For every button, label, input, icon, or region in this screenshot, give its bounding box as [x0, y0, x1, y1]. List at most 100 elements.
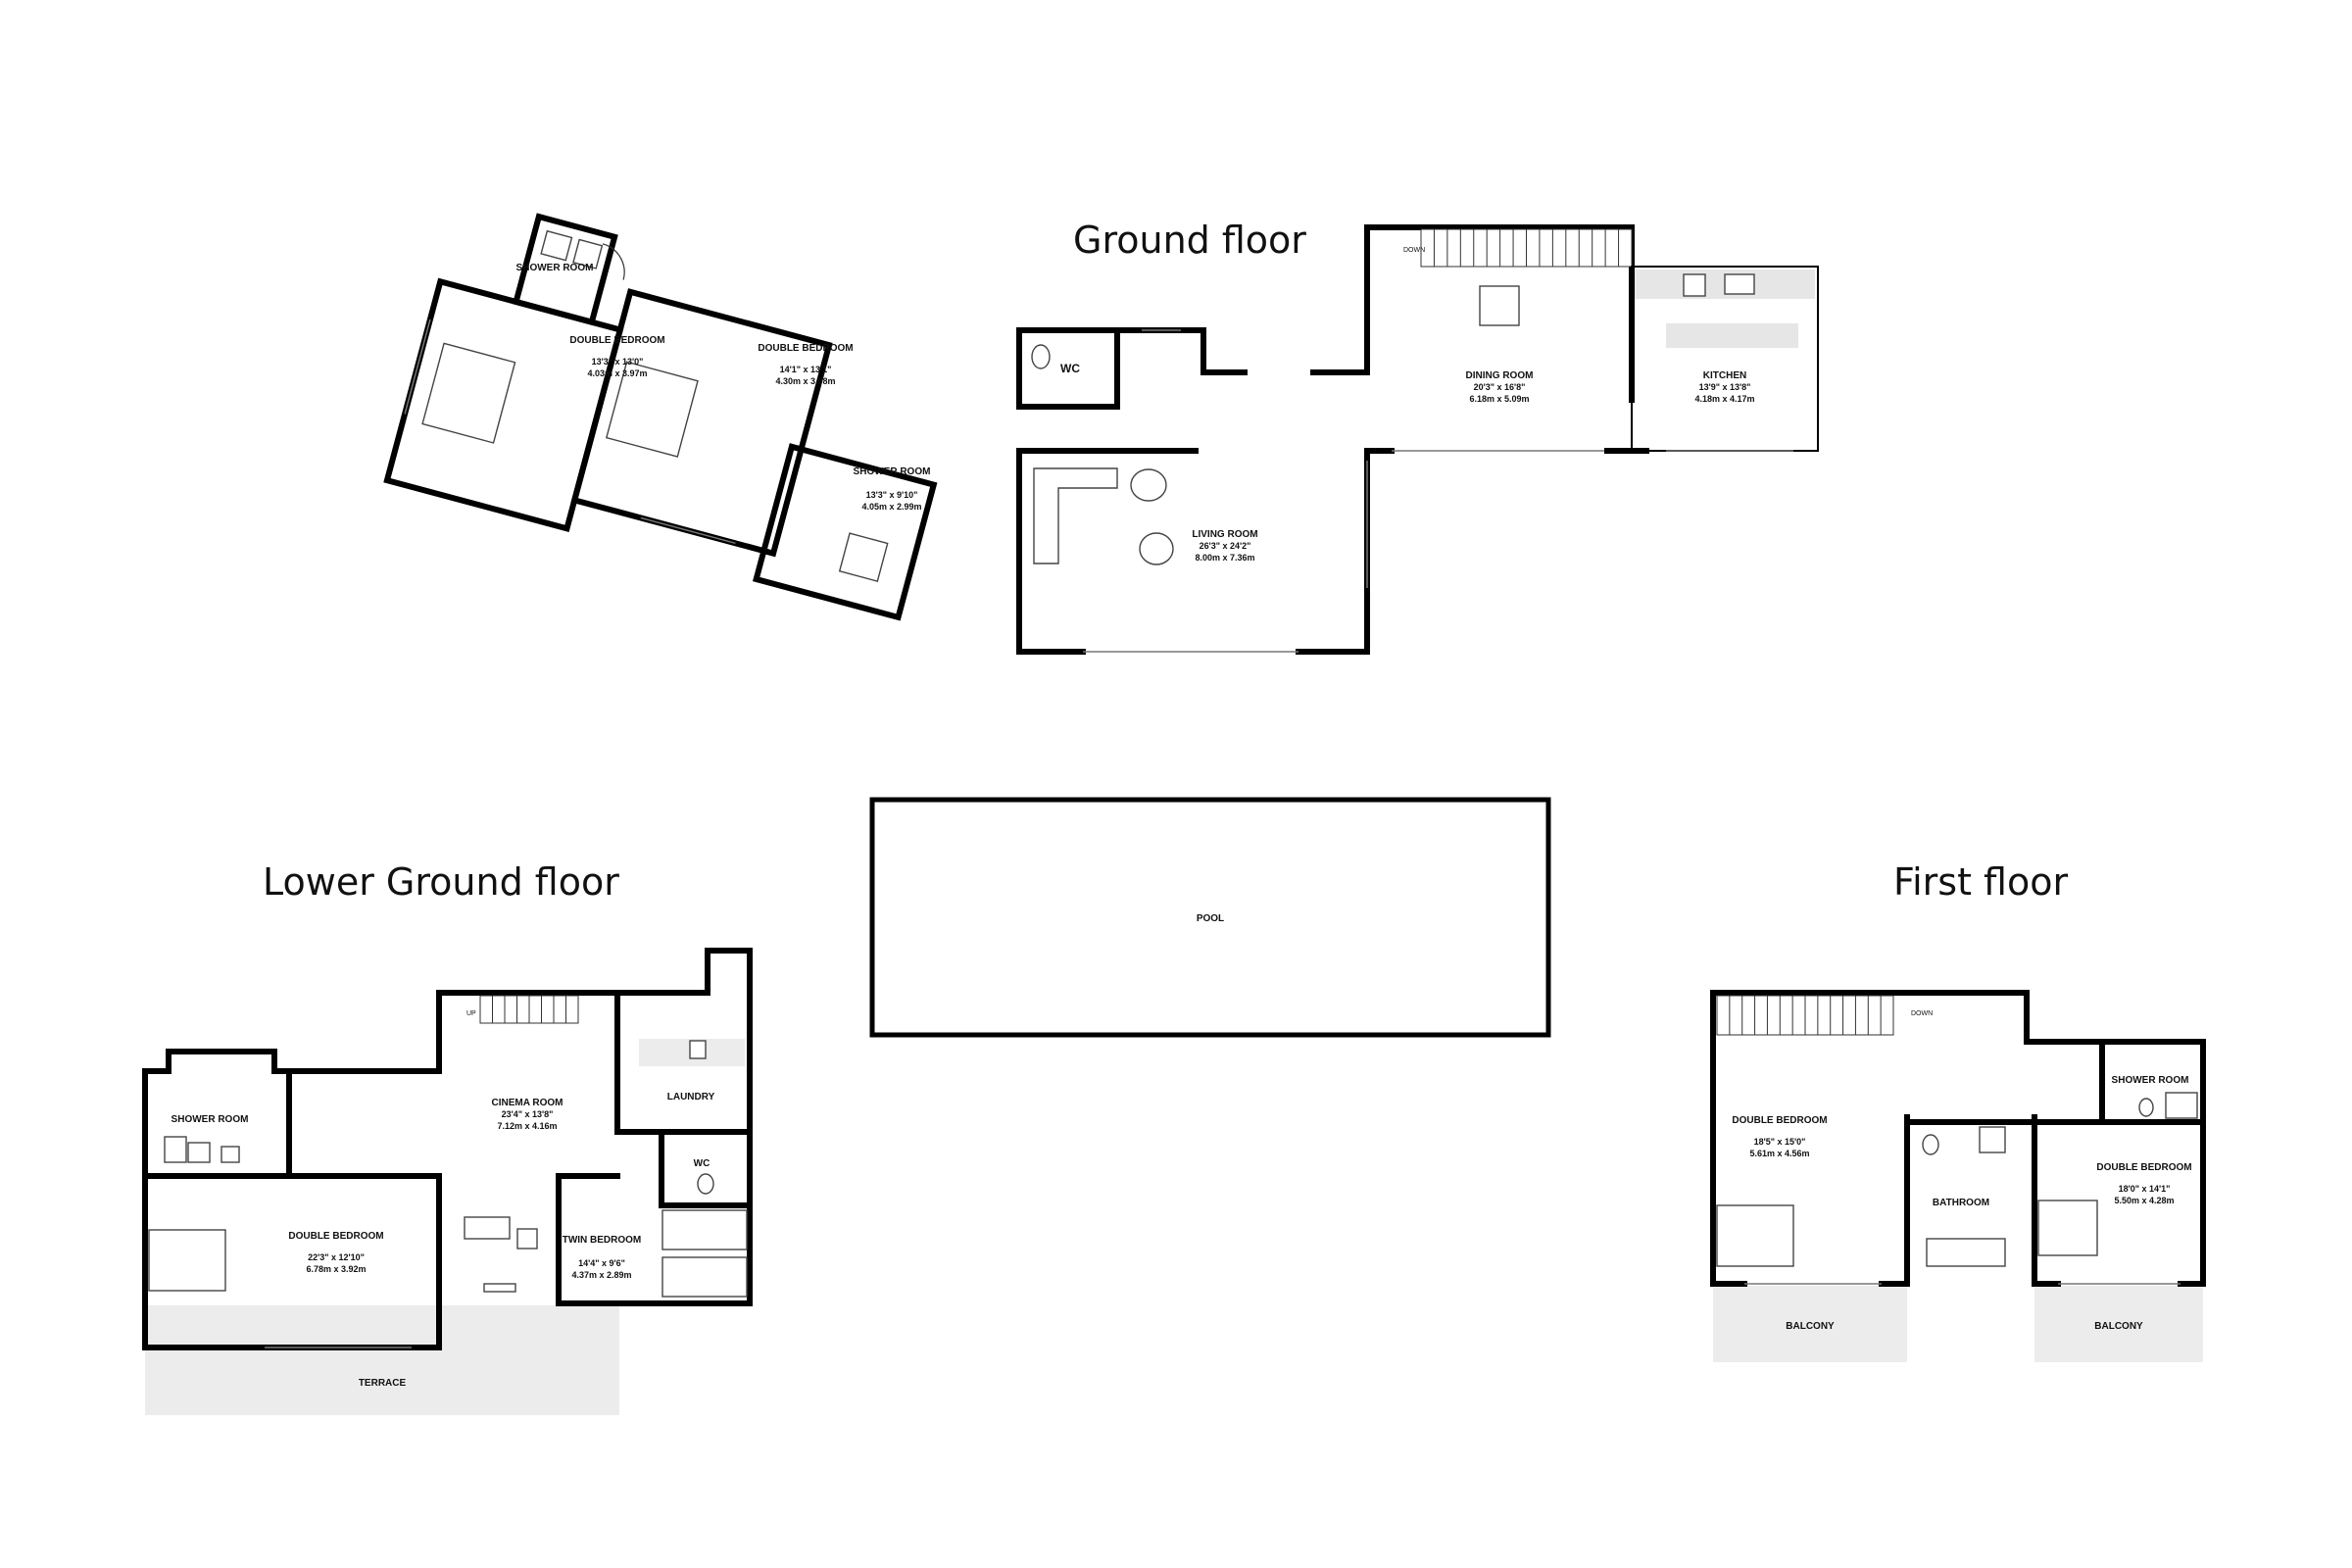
room-label: TERRACE [359, 1378, 407, 1389]
room-dim-imperial: 22'3" x 12'10" [308, 1252, 365, 1262]
kitchen-island [1666, 323, 1798, 348]
room-label: DINING ROOM [1466, 370, 1534, 381]
room-dim-metric: 4.37m x 2.89m [571, 1270, 631, 1280]
lower-outer-wall-north [142, 990, 618, 1350]
room-dim-imperial: 14'4" x 9'6" [578, 1258, 625, 1268]
double-bed-icon [1716, 1204, 1794, 1267]
room-dim-imperial: 13'3" x 9'10" [866, 490, 918, 500]
room-dim-metric: 4.30m x 3.98m [775, 376, 835, 386]
room-dim-imperial: 20'3" x 16'8" [1474, 382, 1526, 392]
room-label: BALCONY [2094, 1321, 2143, 1332]
shower-tray-icon [1979, 1126, 2006, 1153]
room-label: SHOWER ROOM [516, 263, 594, 273]
room-dim-metric: 8.00m x 7.36m [1195, 553, 1254, 563]
sofa-icon [1033, 467, 1118, 564]
room-dim-imperial: 23'4" x 13'8" [502, 1109, 554, 1119]
staircase: DOWN [1403, 228, 1633, 268]
armchair-icon [516, 1228, 538, 1250]
first-outer-walls [1710, 990, 2206, 1287]
stair-label: UP [466, 1010, 476, 1017]
room-label: LIVING ROOM [1192, 529, 1257, 540]
double-bed-icon [148, 1229, 226, 1292]
room-dim-metric: 6.18m x 5.09m [1469, 394, 1529, 404]
room-label: BALCONY [1786, 1321, 1835, 1332]
room-label: DOUBLE BEDROOM [569, 335, 664, 346]
pool-label: POOL [1197, 913, 1224, 924]
living-room-wall-west [1016, 448, 1086, 655]
lower-outer-wall-east [556, 948, 753, 1306]
shower-tray-icon [2165, 1092, 2198, 1119]
single-bed-icon [662, 1209, 748, 1250]
toilet-icon [1031, 344, 1051, 369]
room-dim-imperial: 18'0" x 14'1" [2119, 1184, 2171, 1194]
room-label: DOUBLE BEDROOM [1732, 1115, 1827, 1126]
bathtub-icon [1926, 1238, 2006, 1267]
room-label: TWIN BEDROOM [563, 1235, 642, 1246]
wc-walls [1016, 327, 1120, 410]
staircase: UP [466, 995, 579, 1024]
room-dim-metric: 6.78m x 3.92m [306, 1264, 366, 1274]
sofa-icon [464, 1216, 511, 1240]
lower-ground-floor-title: Lower Ground floor [263, 860, 619, 904]
shower-room-2-walls [752, 443, 938, 621]
stair-label: DOWN [1403, 247, 1425, 254]
room-dim-imperial: 26'3" x 24'2" [1200, 541, 1251, 551]
toilet-icon [2138, 1098, 2154, 1117]
room-label: DOUBLE BEDROOM [288, 1231, 383, 1242]
window [404, 318, 431, 415]
double-bed-icon [2037, 1200, 2098, 1256]
double-bed-icon [421, 342, 516, 444]
lower-outer-wall-south [142, 1300, 442, 1350]
shower-tray-icon [187, 1142, 211, 1163]
toilet-icon [220, 1146, 240, 1163]
hob-icon [1683, 273, 1706, 297]
dining-table-icon [1479, 285, 1520, 326]
living-room-wall-east [1296, 448, 1370, 655]
shower-tray-icon [572, 238, 604, 270]
room-dim-metric: 5.61m x 4.56m [1749, 1149, 1809, 1158]
ground-floor: Ground floor SHOWER ROOM DOUBLE BEDROOM … [383, 213, 1819, 655]
balcony-area [1713, 1286, 1907, 1362]
room-label: SHOWER ROOM [2112, 1075, 2189, 1086]
room-label: KITCHEN [1703, 370, 1746, 381]
double-bed-icon [605, 361, 699, 458]
room-label: WC [1060, 362, 1080, 375]
room-dim-metric: 4.03m x 3.97m [587, 368, 647, 378]
room-label: CINEMA ROOM [492, 1098, 564, 1108]
first-floor-title: First floor [1893, 860, 2068, 904]
room-label: LAUNDRY [667, 1092, 715, 1102]
ground-floor-title: Ground floor [1073, 219, 1306, 262]
tv-icon [483, 1283, 516, 1293]
armchair-icon [1139, 532, 1174, 565]
lower-ground-floor: Lower Ground floor TERRACE SHOWER ROOM D… [142, 860, 753, 1415]
door-swing [602, 243, 625, 280]
staircase: DOWN [1716, 995, 1933, 1036]
pool-outline [869, 797, 1551, 1038]
toilet-icon [1922, 1134, 1939, 1155]
hall-walls [1114, 327, 1248, 375]
room-label: WC [694, 1158, 710, 1169]
balcony-area [2034, 1286, 2203, 1362]
window [640, 516, 736, 545]
room-dim-imperial: 14'1" x 13'1" [780, 365, 832, 374]
basin-icon [540, 229, 573, 262]
room-label: BATHROOM [1933, 1198, 1989, 1208]
room-label: DOUBLE BEDROOM [758, 343, 853, 354]
armchair-icon [1130, 468, 1167, 502]
room-label: DOUBLE BEDROOM [2096, 1162, 2191, 1173]
west-wing [383, 213, 938, 621]
room-dim-metric: 4.18m x 4.17m [1694, 394, 1754, 404]
room-label: SHOWER ROOM [172, 1114, 249, 1125]
stair-label: DOWN [1911, 1010, 1933, 1017]
room-label: SHOWER ROOM [854, 466, 931, 477]
room-dim-imperial: 18'5" x 15'0" [1754, 1137, 1806, 1147]
terrace-area [145, 1305, 619, 1415]
room-dim-metric: 7.12m x 4.16m [497, 1121, 557, 1131]
room-dim-imperial: 13'9" x 13'8" [1699, 382, 1751, 392]
first-floor: First floor BALCONY BALCONY DOWN DOUBLE … [1710, 860, 2206, 1362]
shower-tray-icon [838, 532, 889, 582]
basin-icon [164, 1136, 187, 1163]
room-dim-metric: 4.05m x 2.99m [861, 502, 921, 512]
sink-icon [689, 1040, 707, 1059]
